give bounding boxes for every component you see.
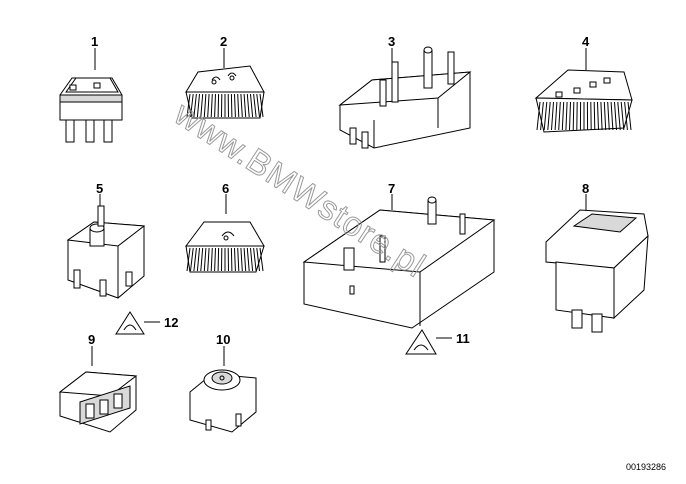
knob-rib bbox=[243, 247, 247, 272]
knob-rib bbox=[243, 93, 247, 118]
knob-rib bbox=[259, 247, 264, 272]
part-10-rotary-switch bbox=[189, 346, 257, 433]
knob-rib bbox=[624, 101, 628, 131]
knob-rib bbox=[554, 101, 558, 131]
part-6-knob bbox=[185, 194, 265, 273]
knob-rib bbox=[253, 247, 257, 272]
callout-4: 4 bbox=[582, 34, 590, 49]
knob-rib bbox=[234, 93, 236, 118]
knob-rib bbox=[617, 101, 621, 131]
warning-label-11 bbox=[405, 329, 452, 355]
warning-label-12 bbox=[115, 311, 160, 335]
knob-rib bbox=[597, 101, 599, 131]
part-5-switch bbox=[66, 194, 146, 299]
knob-rib bbox=[234, 247, 236, 272]
knob-rib bbox=[237, 93, 240, 118]
knob-rib bbox=[603, 101, 607, 131]
part-1-switch bbox=[59, 48, 123, 143]
knob-rib bbox=[536, 101, 541, 131]
knob-rib bbox=[237, 247, 240, 272]
knob-rib bbox=[558, 101, 561, 131]
callout-6: 6 bbox=[222, 181, 229, 196]
knob-rib bbox=[207, 247, 210, 272]
knob-rib bbox=[207, 93, 210, 118]
knob-rib bbox=[186, 93, 191, 118]
knob-rib bbox=[230, 247, 233, 272]
knob-rib bbox=[196, 93, 200, 118]
knob-rib bbox=[210, 93, 213, 118]
callout-10: 10 bbox=[216, 332, 230, 347]
knob-rib bbox=[217, 93, 220, 118]
knob-rib bbox=[256, 93, 260, 118]
part-4-knob bbox=[534, 48, 633, 133]
knob-rib bbox=[186, 247, 191, 272]
knob-rib bbox=[240, 93, 243, 118]
knob-rib bbox=[210, 247, 213, 272]
knob-rib bbox=[200, 93, 204, 118]
knob-rib bbox=[214, 247, 216, 272]
part-3-switch-block bbox=[338, 46, 472, 149]
knob-rib bbox=[203, 247, 207, 272]
knob-rib bbox=[253, 93, 257, 118]
callout-8: 8 bbox=[582, 181, 589, 196]
knob-rib bbox=[569, 101, 571, 131]
knob-rib bbox=[246, 93, 250, 118]
callout-5: 5 bbox=[96, 181, 103, 196]
callout-3: 3 bbox=[388, 34, 395, 49]
knob-rib bbox=[565, 101, 568, 131]
knob-rib bbox=[607, 101, 610, 131]
knob-rib bbox=[256, 247, 260, 272]
callout-9: 9 bbox=[88, 332, 95, 347]
knob-rib bbox=[230, 93, 233, 118]
knob-rib bbox=[217, 247, 220, 272]
knob-rib bbox=[543, 101, 548, 131]
callout-7: 7 bbox=[388, 181, 395, 196]
callout-12: 12 bbox=[164, 315, 178, 330]
knob-rib bbox=[200, 247, 204, 272]
knob-rib bbox=[551, 101, 554, 131]
knob-rib bbox=[193, 93, 197, 118]
knob-rib bbox=[614, 101, 617, 131]
reference-number: 00193286 bbox=[626, 462, 666, 472]
knob-rib bbox=[193, 247, 197, 272]
knob-rib bbox=[259, 93, 264, 118]
knob-rib bbox=[203, 93, 207, 118]
knob-rib bbox=[593, 101, 596, 131]
knob-rib bbox=[246, 247, 250, 272]
knob-rib bbox=[540, 101, 544, 131]
knob-rib bbox=[240, 247, 243, 272]
knob-rib bbox=[190, 93, 194, 118]
knob-rib bbox=[620, 101, 625, 131]
knob-rib bbox=[190, 247, 194, 272]
knob-rib bbox=[610, 101, 614, 131]
knob-rib bbox=[600, 101, 603, 131]
knob-rib bbox=[547, 101, 551, 131]
knob-rib bbox=[250, 247, 254, 272]
part-7-control-unit bbox=[302, 194, 496, 329]
knob-rib bbox=[572, 101, 575, 131]
callout-11: 11 bbox=[456, 331, 470, 346]
knob-rib bbox=[561, 101, 565, 131]
part-9-triple-button bbox=[58, 346, 138, 433]
callout-1: 1 bbox=[91, 34, 98, 49]
callout-2: 2 bbox=[220, 34, 227, 49]
part-8-framed-switch bbox=[545, 194, 649, 333]
knob-rib bbox=[627, 101, 632, 131]
part-2-knob bbox=[185, 48, 265, 119]
knob-rib bbox=[250, 93, 254, 118]
knob-rib bbox=[196, 247, 200, 272]
knob-rib bbox=[214, 93, 216, 118]
